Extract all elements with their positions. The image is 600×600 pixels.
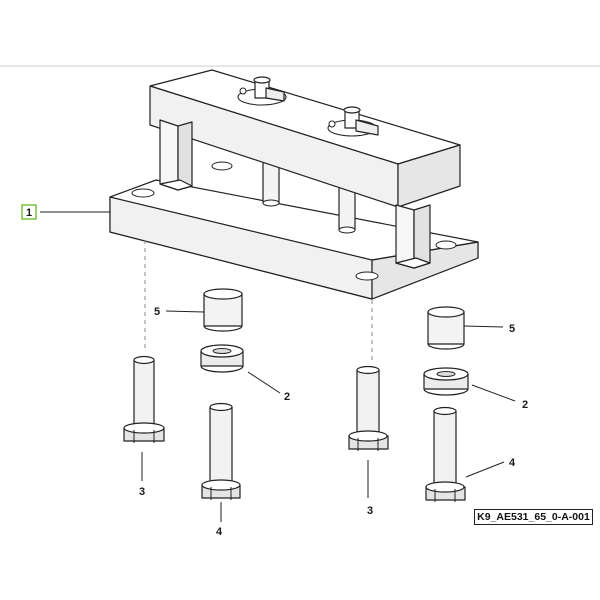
drawing-id-label: K9_AE531_65_0-A-001 (474, 509, 593, 525)
assembly-callout-highlight (21, 204, 37, 220)
bolt-long-right (425, 406, 466, 502)
callout-bolt-long-left: 4 (216, 526, 223, 538)
support-columns (159, 119, 431, 269)
bolt-long-left (201, 402, 241, 500)
locking-pin-left (237, 76, 287, 106)
bolt-short-right (348, 365, 389, 451)
callout-bolt-short-left: 3 (139, 486, 145, 498)
locking-pin-right (327, 106, 379, 137)
washer-right (423, 367, 469, 396)
leader-lines (40, 211, 516, 522)
callout-bolt-long-right: 4 (509, 457, 516, 469)
plate-hole (131, 188, 155, 198)
plate-hole (211, 161, 233, 171)
bushing-left (203, 288, 243, 332)
washer-left (200, 344, 244, 373)
upper-plate (149, 69, 461, 208)
plate-hole (435, 240, 457, 250)
bolt-short-left (123, 355, 165, 443)
callout-washer-right: 2 (522, 399, 528, 411)
plate-hole (355, 271, 379, 281)
callout-bushing-left: 5 (154, 306, 160, 318)
callout-assembly: 1 (26, 207, 32, 219)
callout-bolt-short-right: 3 (367, 505, 373, 517)
callout-bushing-right: 5 (509, 323, 515, 335)
callout-washer-left: 2 (284, 391, 290, 403)
bushing-right (427, 306, 465, 350)
